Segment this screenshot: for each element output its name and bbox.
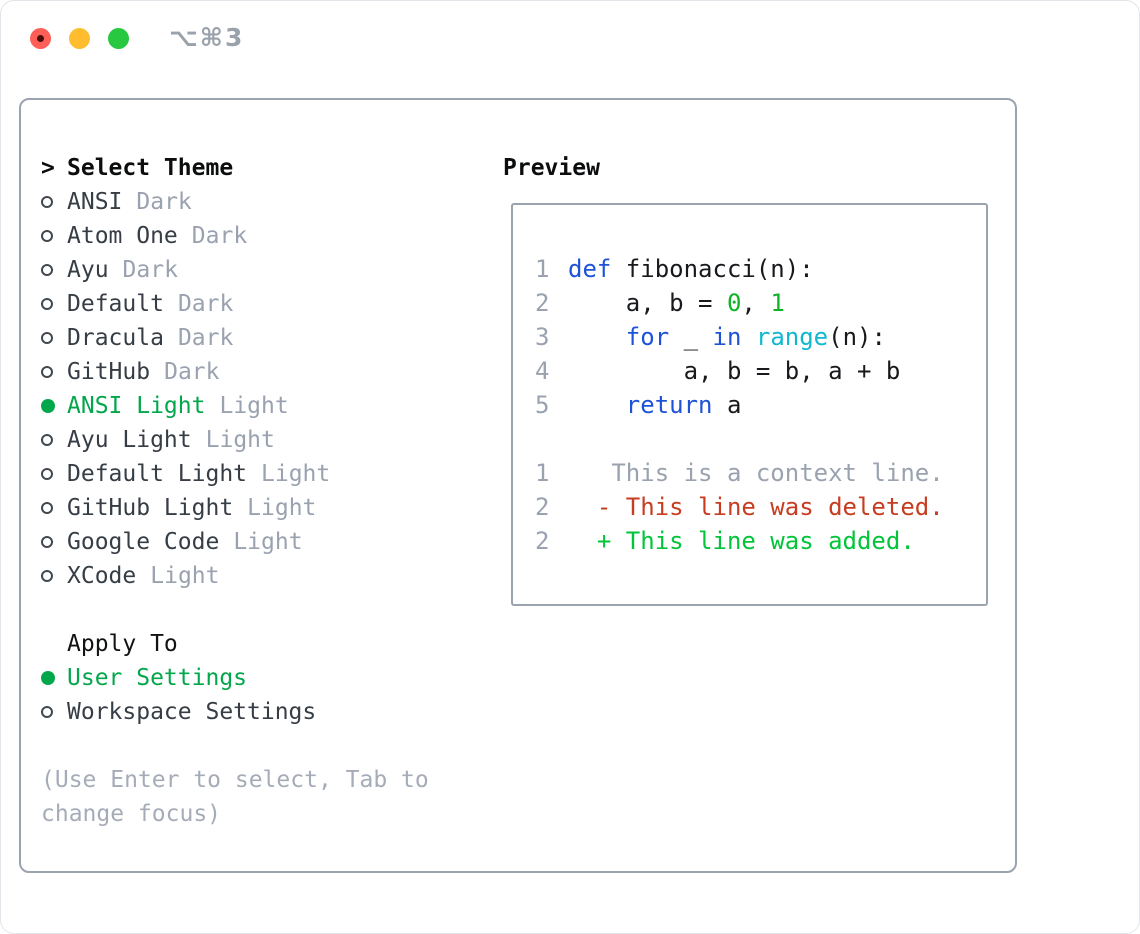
theme-option[interactable]: GitHub Dark — [41, 355, 483, 389]
theme-variant-tag: Light — [247, 495, 317, 521]
radio-selected-icon — [41, 671, 67, 685]
radio-icon — [41, 536, 67, 548]
line-number: 1 — [535, 459, 550, 487]
theme-variant-tag: Dark — [191, 223, 248, 249]
theme-option[interactable]: GitHub Light Light — [41, 491, 483, 525]
apply-option[interactable]: User Settings — [41, 661, 483, 695]
radio-icon — [41, 468, 67, 480]
line-number: 5 — [535, 391, 550, 419]
radio-icon — [41, 298, 67, 310]
radio-icon — [41, 332, 67, 344]
theme-option[interactable]: ANSI Light Light — [41, 389, 483, 423]
line-number: 2 — [535, 289, 550, 317]
theme-option[interactable]: Ayu Light Light — [41, 423, 483, 457]
radio-icon — [41, 706, 67, 718]
radio-icon — [41, 366, 67, 378]
theme-option[interactable]: Default Dark — [41, 287, 483, 321]
theme-option-label: Ayu — [67, 257, 109, 283]
line-number: 1 — [535, 255, 550, 283]
theme-option[interactable]: Dracula Dark — [41, 321, 483, 355]
window-title: ⌥⌘3 — [169, 23, 245, 52]
line-number: 3 — [535, 323, 550, 351]
theme-variant-tag: Dark — [177, 291, 234, 317]
theme-option-label: ANSI — [67, 189, 123, 215]
radio-icon — [41, 196, 67, 208]
theme-option-label: Google Code — [67, 529, 220, 555]
theme-variant-tag: Dark — [122, 257, 178, 283]
radio-icon — [41, 230, 67, 242]
theme-option-label: Dracula — [67, 325, 164, 351]
keyboard-hint: (Use Enter to select, Tab to change focu… — [41, 767, 429, 827]
line-number: 2 — [535, 527, 550, 555]
theme-option[interactable]: XCode Light — [41, 559, 483, 593]
radio-selected-icon — [41, 399, 67, 413]
preview-heading: Preview — [503, 155, 600, 181]
code-line: 2 a, b = 0, 1 — [535, 286, 968, 320]
diff-line: 2 + This line was added. — [535, 524, 968, 558]
line-number: 4 — [535, 357, 550, 385]
minimize-button[interactable] — [69, 28, 90, 49]
theme-option[interactable]: Default Light Light — [41, 457, 483, 491]
theme-variant-tag: Light — [233, 529, 303, 555]
radio-icon — [41, 570, 67, 582]
diff-sample: 1 This is a context line.2 - This line w… — [535, 456, 968, 558]
select-theme-heading-label: Select Theme — [67, 155, 234, 181]
radio-icon — [41, 434, 67, 446]
close-button[interactable] — [30, 28, 51, 49]
theme-option-label: XCode — [67, 563, 137, 589]
theme-option[interactable]: Google Code Light — [41, 525, 483, 559]
apply-option[interactable]: Workspace Settings — [41, 695, 483, 729]
preview-spacer — [535, 422, 968, 456]
theme-variant-tag: Light — [261, 461, 331, 487]
theme-option-label: Default Light — [67, 461, 248, 487]
radio-icon — [41, 502, 67, 514]
theme-variant-tag: Dark — [136, 189, 192, 215]
theme-option[interactable]: ANSI Dark — [41, 185, 483, 219]
theme-variant-tag: Light — [150, 563, 220, 589]
theme-option-label: ANSI Light — [67, 393, 206, 419]
cursor-marker: > — [41, 155, 67, 181]
unsaved-indicator-dot — [37, 35, 44, 42]
zoom-button[interactable] — [108, 28, 129, 49]
theme-option-label: Default — [67, 291, 164, 317]
radio-icon — [41, 264, 67, 276]
theme-option-label: GitHub Light — [67, 495, 234, 521]
select-theme-heading: > Select Theme — [41, 151, 483, 185]
code-line: 3 for _ in range(n): — [535, 320, 968, 354]
cursor-icon: > — [41, 155, 55, 181]
apply-to-heading-label: Apply To — [67, 631, 178, 657]
theme-variant-tag: Light — [219, 393, 289, 419]
code-line: 5 return a — [535, 388, 968, 422]
code-line: 4 a, b = b, a + b — [535, 354, 968, 388]
theme-option[interactable]: Ayu Dark — [41, 253, 483, 287]
theme-variant-tag: Dark — [177, 325, 234, 351]
theme-option-label: GitHub — [67, 359, 151, 385]
theme-option[interactable]: Atom One Dark — [41, 219, 483, 253]
diff-line: 2 - This line was deleted. — [535, 490, 968, 524]
theme-variant-tag: Light — [205, 427, 275, 453]
apply-option-label: User Settings — [67, 665, 248, 691]
theme-option-label: Ayu Light — [67, 427, 192, 453]
traffic-lights — [30, 28, 129, 49]
line-number: 2 — [535, 493, 550, 521]
apply-option-label: Workspace Settings — [67, 699, 317, 725]
theme-variant-tag: Dark — [164, 359, 220, 385]
diff-line: 1 This is a context line. — [535, 456, 968, 490]
theme-option-label: Atom One — [67, 223, 178, 249]
apply-to-heading: Apply To — [41, 627, 483, 661]
